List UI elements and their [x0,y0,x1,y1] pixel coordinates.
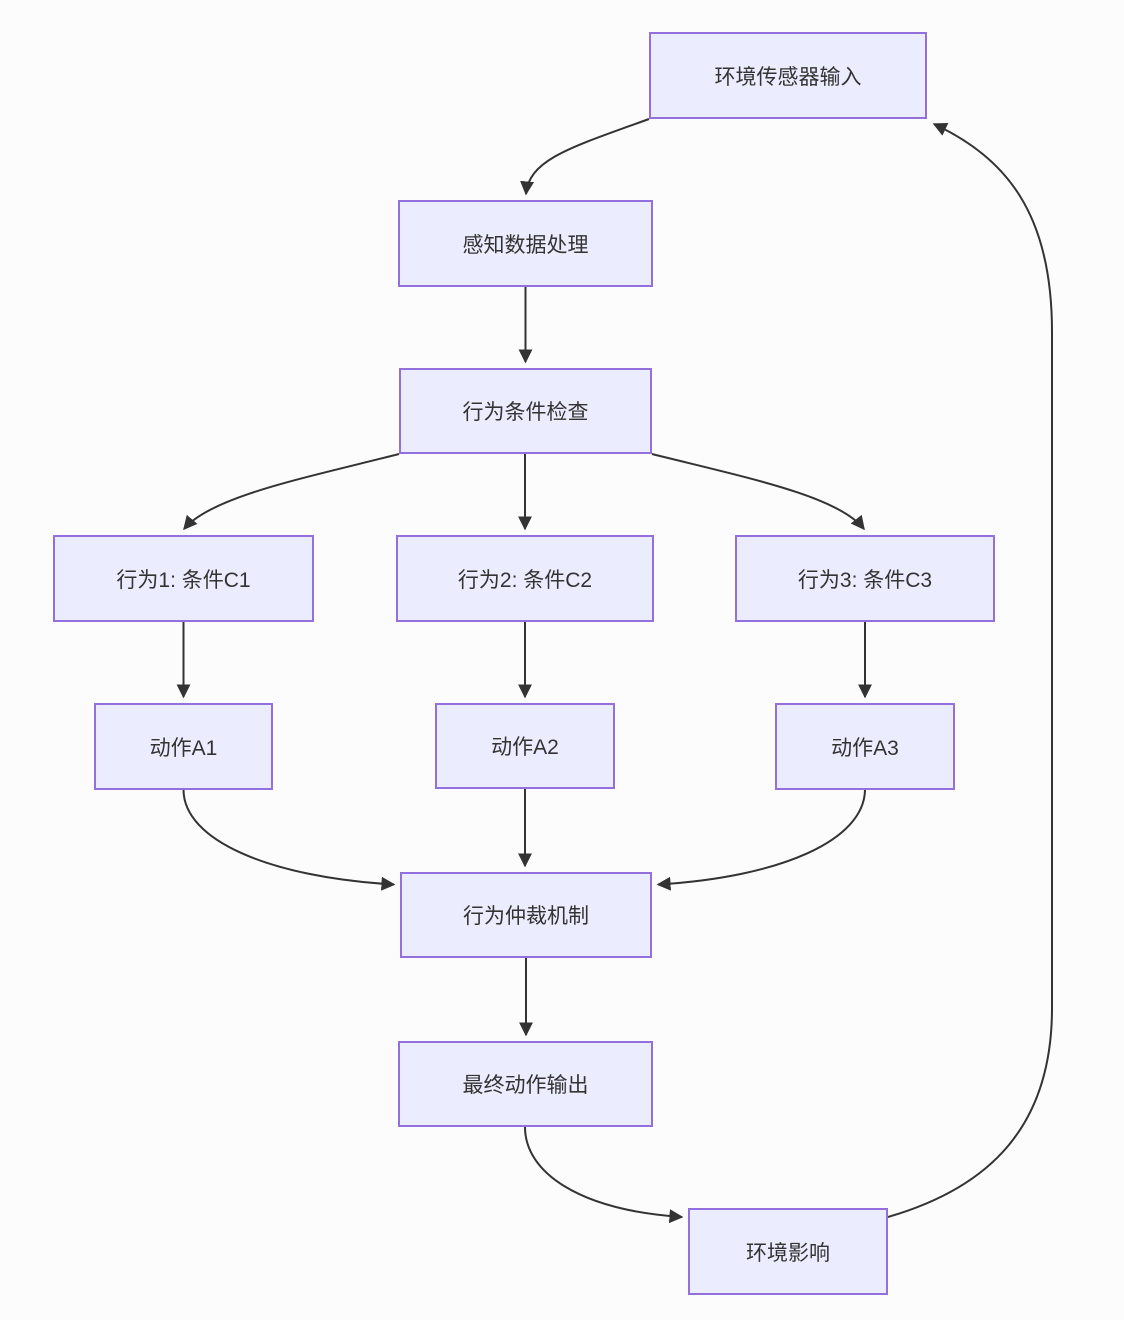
node-behavior1: 行为1: 条件C1 [53,535,314,622]
node-final-output: 最终动作输出 [398,1041,653,1127]
node-sensor-input-label: 环境传感器输入 [714,65,862,89]
edge-impact-to-sensor-loopback [887,123,1053,1218]
edge-action1-to-arbitration [182,789,396,891]
node-perception-label: 感知数据处理 [462,233,589,257]
node-behavior3: 行为3: 条件C3 [735,535,995,622]
edge-final-to-impact [524,1126,684,1224]
node-final-output-label: 最终动作输出 [462,1074,589,1097]
node-env-impact-label: 环境影响 [746,1241,830,1265]
node-action-a1: 动作A1 [94,703,273,790]
node-action-a3: 动作A3 [775,703,955,790]
node-action-a2-label: 动作A2 [491,736,559,759]
node-action-a3-label: 动作A3 [831,736,899,760]
node-behavior3-label: 行为3: 条件C3 [797,568,933,592]
node-arbitration-label: 行为仲裁机制 [463,905,589,928]
node-perception: 感知数据处理 [398,200,653,287]
edge-condition-to-behavior1 [183,453,400,531]
node-condition-check: 行为条件检查 [399,368,652,454]
edge-sensor-to-perception [520,118,650,196]
node-behavior1-label: 行为1: 条件C1 [116,568,251,592]
node-behavior2-label: 行为2: 条件C2 [457,568,593,592]
node-behavior2: 行为2: 条件C2 [396,535,654,622]
node-condition-check-label: 行为条件检查 [462,401,589,424]
node-action-a2: 动作A2 [435,703,615,789]
node-action-a1-label: 动作A1 [149,736,218,760]
node-env-impact: 环境影响 [688,1208,888,1295]
edge-condition-to-behavior3 [651,453,865,531]
edge-action3-to-arbitration [656,789,866,891]
node-arbitration: 行为仲裁机制 [400,872,652,958]
node-sensor-input: 环境传感器输入 [649,32,927,119]
